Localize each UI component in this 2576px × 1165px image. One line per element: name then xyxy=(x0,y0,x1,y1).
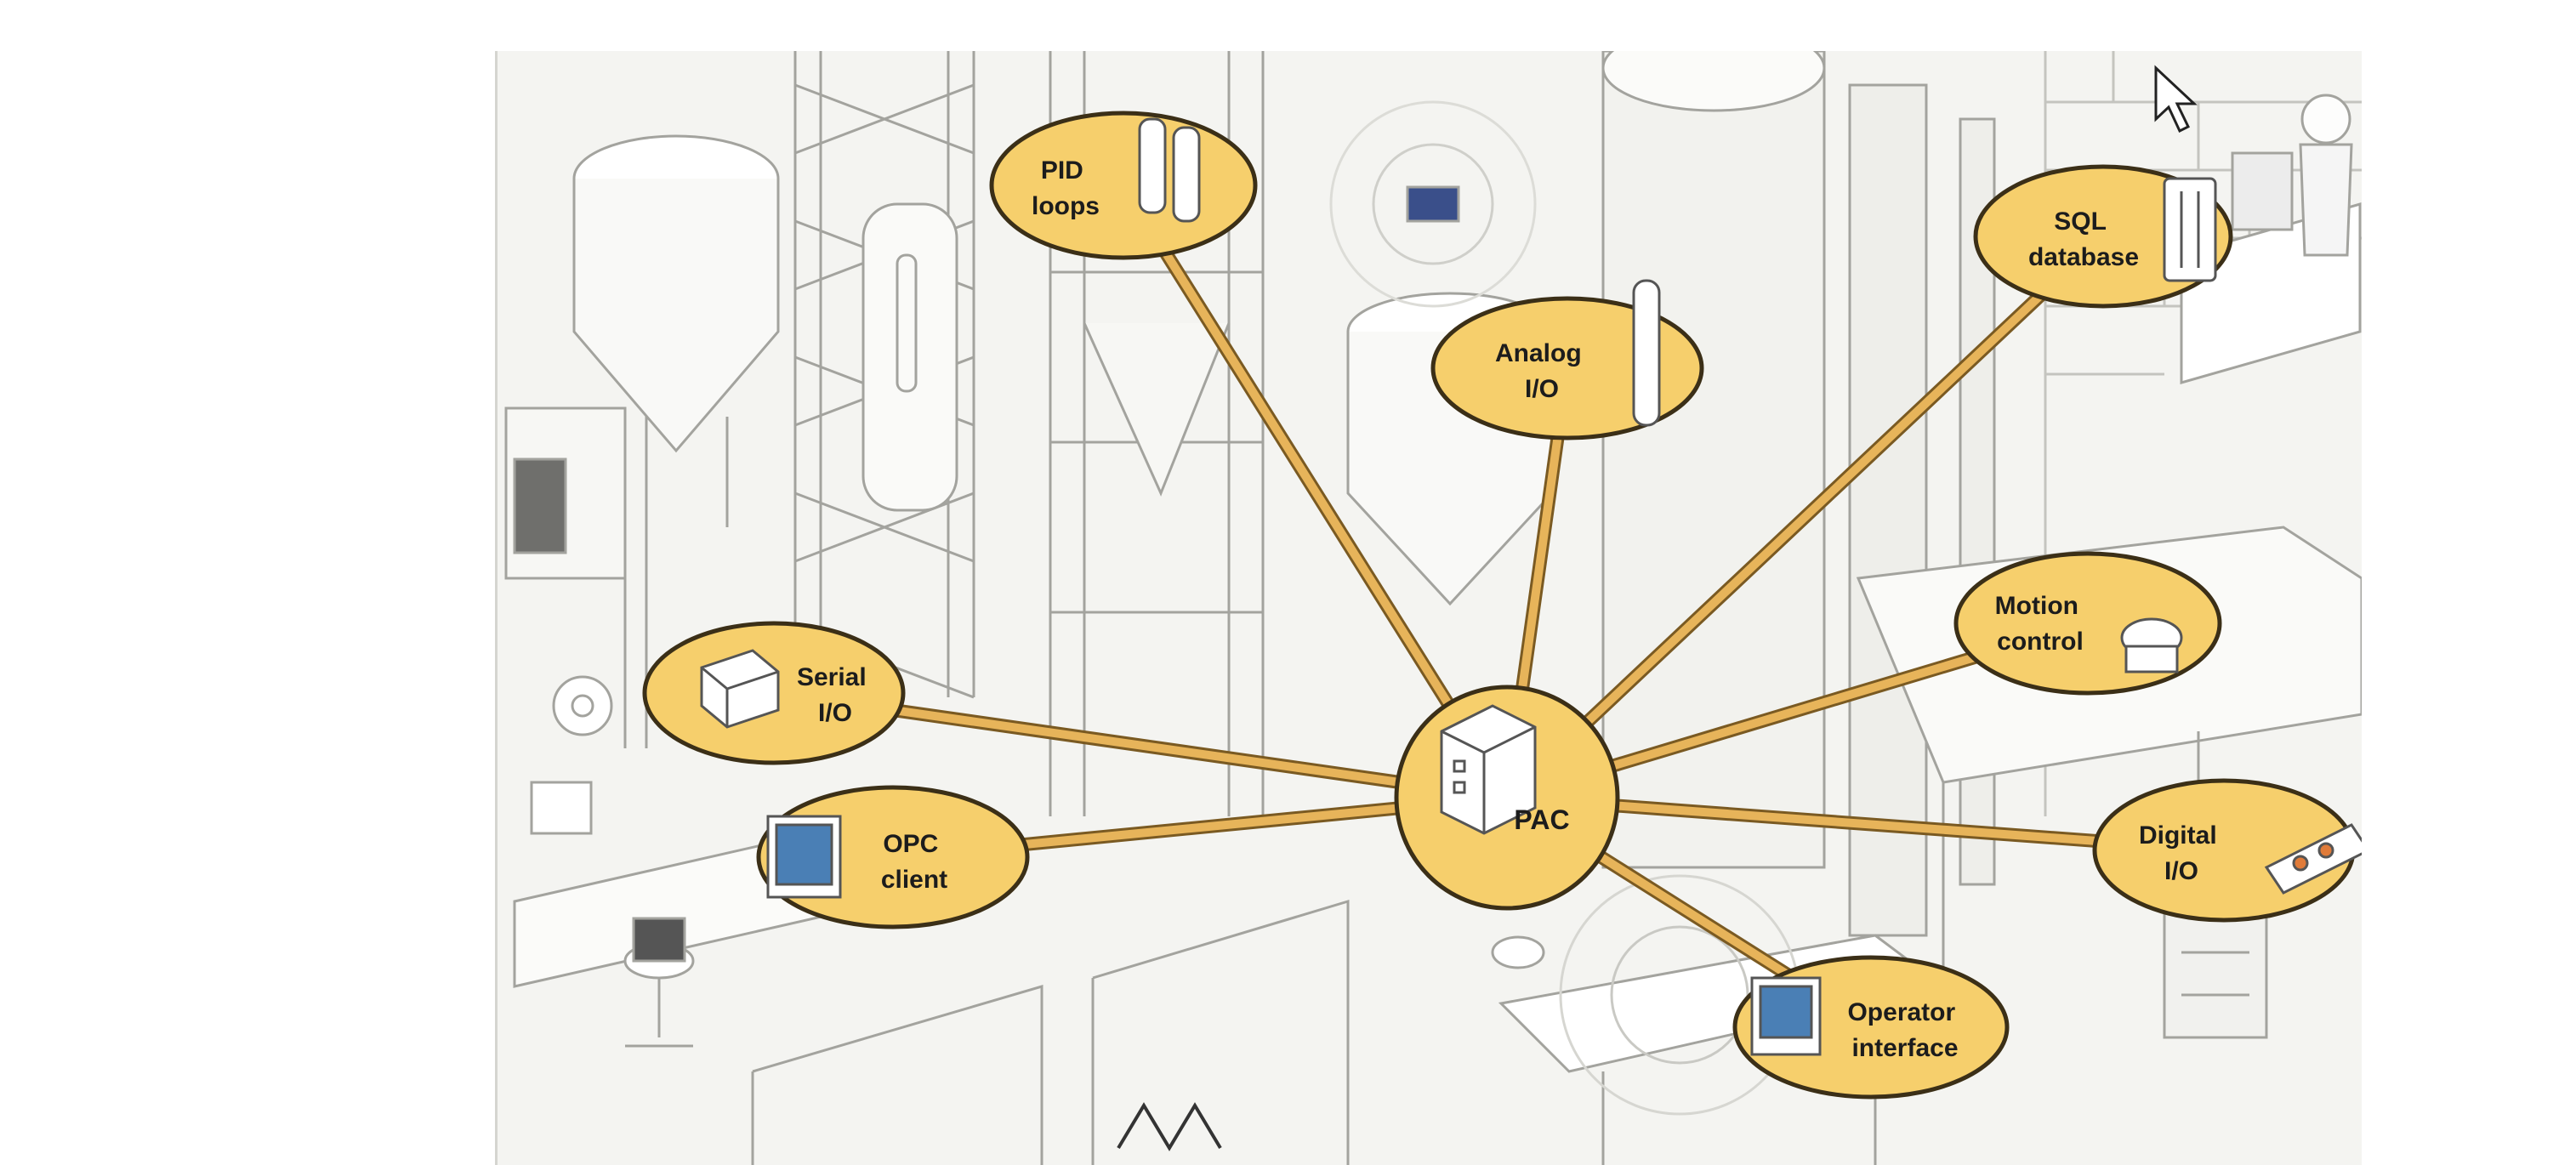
left-silo xyxy=(572,134,780,527)
digital-module-icon xyxy=(2264,823,2362,895)
nodes-layer: PID loops Analog I/O xyxy=(642,111,2362,1100)
forklift-left xyxy=(504,406,648,748)
connector-pid-loops xyxy=(1119,181,1511,802)
connector-sql-database xyxy=(1503,232,2107,802)
node-operator-interface-line1: Operator xyxy=(1847,998,1955,1026)
node-analog-io-line1: Analog xyxy=(1495,339,1582,367)
pid-tanks-icon xyxy=(1138,117,1201,223)
node-pid-loops: PID loops xyxy=(989,111,1258,260)
svg-text:SQL database: SQL database xyxy=(2028,207,2139,271)
server-rack-icon xyxy=(2163,177,2217,282)
laptop-screen-icon xyxy=(766,815,842,899)
node-opc-client-line2: client xyxy=(881,866,947,894)
node-pid-loops-line2: loops xyxy=(1032,192,1100,220)
node-sql-database-line2: database xyxy=(2028,243,2139,271)
diagram-svg: PID loops Analog I/O xyxy=(504,51,2362,1165)
node-operator-interface: Operator interface xyxy=(1732,955,2010,1100)
node-sql-database: SQL database xyxy=(1973,164,2233,309)
stair-rails-bottom xyxy=(751,899,1350,1165)
node-opc-client: OPC client xyxy=(756,785,1030,929)
svg-text:Digital I/O: Digital I/O xyxy=(2139,821,2224,885)
node-motion-control-bubble xyxy=(1953,551,2222,696)
node-sql-database-line1: SQL xyxy=(2054,207,2106,236)
monitor-icon xyxy=(1750,976,1822,1056)
mouse-cursor xyxy=(2154,65,2198,134)
node-serial-io-line2: I/O xyxy=(818,699,852,727)
node-digital-io-line2: I/O xyxy=(2164,857,2198,885)
node-motion-control: Motion control xyxy=(1953,551,2222,696)
node-operator-interface-line2: interface xyxy=(1851,1034,1958,1062)
svg-text:Motion control: Motion control xyxy=(1995,592,2086,656)
pac-controller-icon xyxy=(1440,704,1537,835)
node-pid-loops-line1: PID xyxy=(1041,156,1083,185)
svg-text:Analog I/O: Analog I/O xyxy=(1495,339,1589,403)
node-pac-hub: PAC xyxy=(1394,685,1620,911)
svg-text:OPC client: OPC client xyxy=(881,830,947,894)
node-serial-io-line1: Serial xyxy=(797,663,867,691)
node-motion-control-line1: Motion xyxy=(1995,592,2078,620)
node-motion-control-line2: control xyxy=(1997,628,2084,656)
node-analog-io-line2: I/O xyxy=(1525,375,1559,403)
motion-stage-icon xyxy=(2120,617,2183,673)
node-digital-io-line1: Digital xyxy=(2139,821,2217,850)
thermometer-icon xyxy=(1632,279,1661,427)
serial-box-icon xyxy=(700,649,780,729)
router-top xyxy=(1329,100,1537,308)
svg-text:PID loops: PID loops xyxy=(1032,156,1100,220)
svg-text:Operator interface: Operator interface xyxy=(1847,998,1962,1062)
pac-label: PAC xyxy=(1514,804,1569,835)
node-digital-io: Digital I/O xyxy=(2092,778,2362,923)
node-pid-loops-bubble xyxy=(989,111,1258,260)
pac-network-diagram: PID loops Analog I/O xyxy=(495,51,2362,1165)
svg-text:Serial I/O: Serial I/O xyxy=(797,663,873,727)
node-serial-io: Serial I/O xyxy=(642,621,906,765)
node-opc-client-line1: OPC xyxy=(883,830,938,858)
node-analog-io-bubble xyxy=(1430,296,1704,440)
node-analog-io: Analog I/O xyxy=(1430,279,1704,440)
tank-left xyxy=(862,202,958,512)
